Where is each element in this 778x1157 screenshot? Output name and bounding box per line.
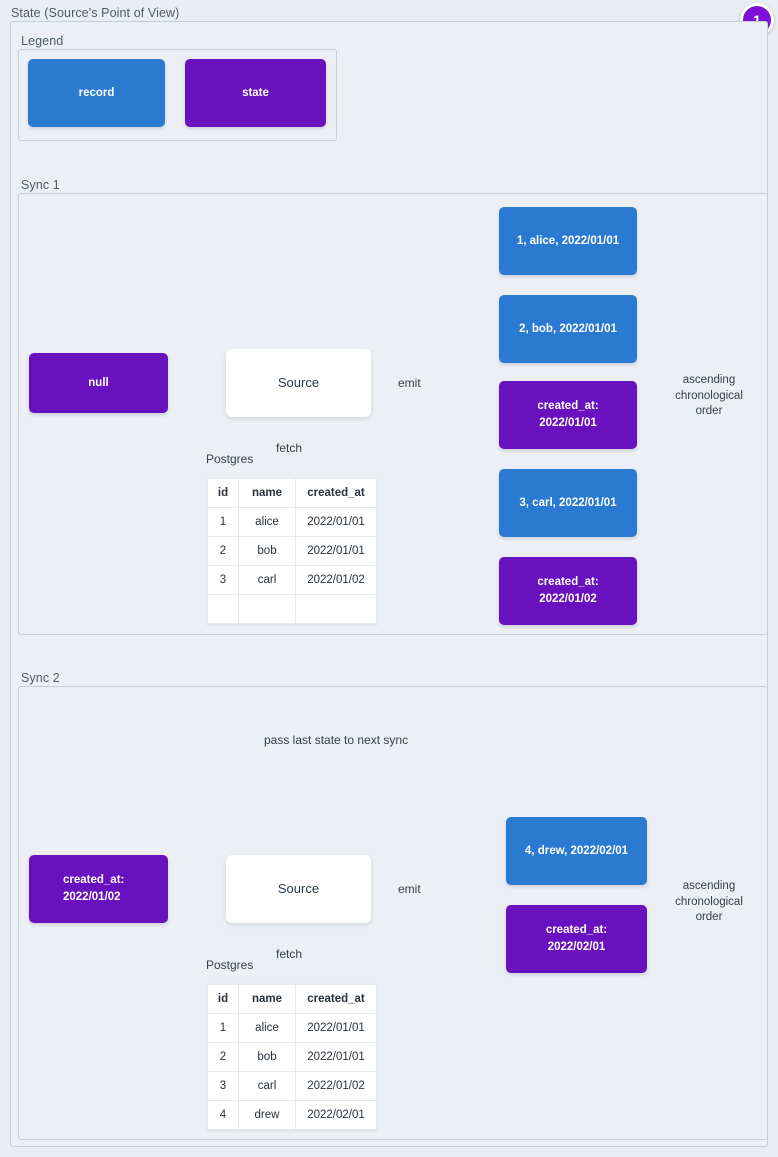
sync1-emitted-record-2: 2, bob, 2022/01/01 xyxy=(499,295,637,363)
sync1-source-node: Source xyxy=(226,349,371,417)
sync2-postgres-table: id name created_at 1 alice 2022/01/01 2 … xyxy=(207,984,377,1130)
order-note-line-2: chronological xyxy=(675,389,743,402)
sync1-emit-label: emit xyxy=(398,376,421,390)
sync1-emitted-state-1: created_at: 2022/01/01 xyxy=(499,381,637,449)
table-row-empty xyxy=(207,594,377,624)
table-row: 2 bob 2022/01/01 xyxy=(207,536,377,566)
sync2-label: Sync 2 xyxy=(21,671,60,685)
sync2-emitted-state-1: created_at: 2022/02/01 xyxy=(506,905,647,973)
sync1-emitted-record-3: 3, carl, 2022/01/01 xyxy=(499,469,637,537)
state-line-1: created_at: xyxy=(537,400,599,413)
sync1-order-note: ascending chronological order xyxy=(663,373,755,420)
col-id: id xyxy=(207,478,239,508)
cell-name: bob xyxy=(238,536,296,566)
order-note-line-2: chronological xyxy=(675,895,743,908)
sync2-emitted-record-1: 4, drew, 2022/02/01 xyxy=(506,817,647,885)
order-note-line-3: order xyxy=(695,405,723,418)
col-id: id xyxy=(207,984,239,1014)
sync1-postgres-table: id name created_at 1 alice 2022/01/01 2 … xyxy=(207,478,377,624)
cell-id: 3 xyxy=(207,1071,239,1101)
state-line-2: 2022/01/01 xyxy=(539,417,597,429)
state-line-2: 2022/02/01 xyxy=(547,941,606,953)
cell-created-at: 2022/01/01 xyxy=(295,507,377,537)
cell-name xyxy=(238,594,296,624)
sync1-emitted-state-2: created_at: 2022/01/02 xyxy=(499,557,637,625)
cell-id: 1 xyxy=(207,1013,239,1043)
sync2-source-node: Source xyxy=(226,855,371,923)
sync1-db-label: Postgres xyxy=(206,452,254,466)
cell-created-at: 2022/01/01 xyxy=(295,536,377,566)
cell-id: 2 xyxy=(207,1042,239,1072)
cell-name: carl xyxy=(238,1071,296,1101)
sync2-input-state: created_at: 2022/01/02 xyxy=(29,855,168,923)
cell-id: 1 xyxy=(207,507,239,537)
order-note-line-3: order xyxy=(695,911,723,924)
diagram-title: State (Source's Point of View) xyxy=(11,6,180,20)
table-row: 2 bob 2022/01/01 xyxy=(207,1042,377,1072)
state-line-1: created_at: xyxy=(537,576,599,589)
sync1-input-state: null xyxy=(29,353,168,413)
sync1-emitted-record-1: 1, alice, 2022/01/01 xyxy=(499,207,637,275)
col-created-at: created_at xyxy=(295,984,377,1014)
col-created-at: created_at xyxy=(295,478,377,508)
table-row: 3 carl 2022/01/02 xyxy=(207,1071,377,1101)
table-header-row: id name created_at xyxy=(207,478,377,508)
cell-id: 2 xyxy=(207,536,239,566)
table-row: 3 carl 2022/01/02 xyxy=(207,565,377,595)
cell-id: 4 xyxy=(207,1100,239,1130)
order-note-line-1: ascending xyxy=(682,880,736,892)
sync1-label: Sync 1 xyxy=(21,178,60,192)
cell-name: alice xyxy=(238,507,296,537)
pass-state-label: pass last state to next sync xyxy=(261,733,412,747)
table-header-row: id name created_at xyxy=(207,984,377,1014)
table-row: 4 drew 2022/02/01 xyxy=(207,1100,377,1130)
cell-name: drew xyxy=(238,1100,296,1130)
sync2-emit-label: emit xyxy=(398,882,421,896)
sync1-box xyxy=(18,193,768,635)
legend-item-record: record xyxy=(28,59,165,127)
sync2-fetch-label: fetch xyxy=(276,947,303,961)
cell-name: carl xyxy=(238,565,296,595)
state-line-1: created_at: xyxy=(545,924,608,937)
sync2-db-label: Postgres xyxy=(206,958,254,972)
legend-item-state: state xyxy=(185,59,326,127)
cell-name: bob xyxy=(238,1042,296,1072)
cell-id xyxy=(207,594,239,624)
col-name: name xyxy=(238,478,296,508)
cell-created-at: 2022/02/01 xyxy=(295,1100,377,1130)
table-row: 1 alice 2022/01/01 xyxy=(207,1013,377,1043)
sync2-order-note: ascending chronological order xyxy=(663,879,755,926)
state-line-2: 2022/01/02 xyxy=(539,593,597,605)
cell-created-at: 2022/01/02 xyxy=(295,1071,377,1101)
sync1-fetch-label: fetch xyxy=(276,441,303,455)
cell-created-at: 2022/01/02 xyxy=(295,565,377,595)
table-row: 1 alice 2022/01/01 xyxy=(207,507,377,537)
cell-created-at xyxy=(295,594,377,624)
cell-created-at: 2022/01/01 xyxy=(295,1042,377,1072)
cell-name: alice xyxy=(238,1013,296,1043)
state-line-2: 2022/01/02 xyxy=(63,891,121,903)
state-line-1: created_at: xyxy=(63,874,125,887)
order-note-line-1: ascending xyxy=(682,374,736,386)
cell-id: 3 xyxy=(207,565,239,595)
cell-created-at: 2022/01/01 xyxy=(295,1013,377,1043)
col-name: name xyxy=(238,984,296,1014)
legend-label: Legend xyxy=(21,34,64,48)
